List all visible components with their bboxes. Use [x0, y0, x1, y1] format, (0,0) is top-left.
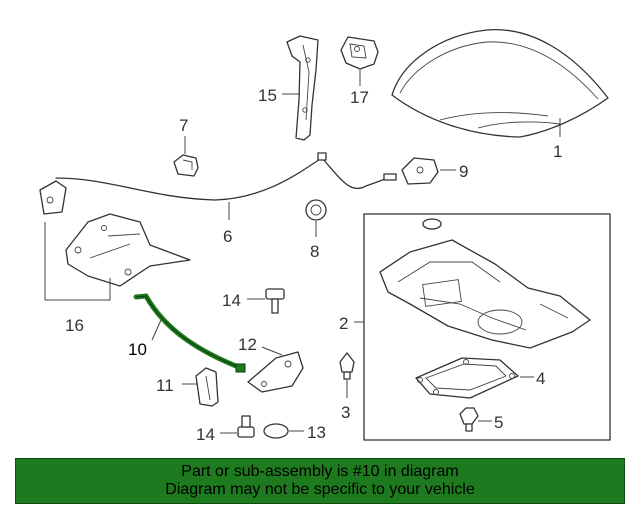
callout-4: 4 [536, 369, 545, 388]
callout-17: 17 [350, 88, 369, 107]
callout-15: 15 [258, 86, 277, 105]
part-5-clip[interactable] [459, 407, 479, 432]
callout-14-upper: 14 [222, 291, 241, 310]
banner-line-2: Diagram may not be specific to your vehi… [165, 481, 475, 498]
exploded-parts-diagram: 1 17 15 7 6 9 8 [39, 29, 611, 444]
part-4-seal-plate[interactable] [415, 357, 519, 399]
part-15-support-panel[interactable] [286, 35, 319, 141]
callout-16: 16 [65, 316, 84, 335]
part-14-bolt-upper[interactable] [265, 288, 285, 314]
highlight-info-banner: Part or sub-assembly is #10 in diagram D… [15, 458, 625, 504]
callout-13: 13 [307, 423, 326, 442]
callout-2: 2 [339, 314, 348, 333]
part-11-bracket[interactable] [195, 367, 219, 407]
part-12-stay-holder[interactable] [247, 351, 304, 393]
callout-8: 8 [310, 242, 319, 261]
part-7-clip[interactable] [173, 154, 199, 177]
part-3-clip[interactable] [339, 352, 355, 380]
callout-7: 7 [179, 116, 188, 135]
callout-12: 12 [238, 335, 257, 354]
part-2-engine-under-cover[interactable] [379, 239, 591, 349]
callout-11: 11 [156, 376, 174, 395]
callout-1: 1 [553, 142, 562, 161]
callout-14-lower: 14 [196, 425, 215, 444]
part-1-hood[interactable] [391, 29, 609, 138]
callout-5: 5 [494, 413, 503, 432]
callout-6: 6 [223, 227, 232, 246]
cover-grommet [422, 218, 442, 230]
part-9-release-lever[interactable] [401, 157, 439, 185]
part-6-release-cable[interactable] [55, 152, 397, 201]
part-17-bracket[interactable] [340, 36, 379, 70]
callout-10: 10 [128, 340, 147, 359]
part-8-grommet[interactable] [305, 199, 327, 221]
part-10-hood-stay-rod[interactable] [133, 293, 246, 373]
part-13-seal-ring[interactable] [263, 423, 289, 439]
subassembly-frame [363, 213, 611, 441]
callout-3: 3 [341, 403, 350, 422]
banner-line-1: Part or sub-assembly is #10 in diagram [181, 463, 459, 480]
part-16-hood-lock-assembly[interactable] [39, 180, 191, 287]
callout-9: 9 [459, 162, 468, 181]
part-14-bolt-lower[interactable] [237, 415, 255, 438]
